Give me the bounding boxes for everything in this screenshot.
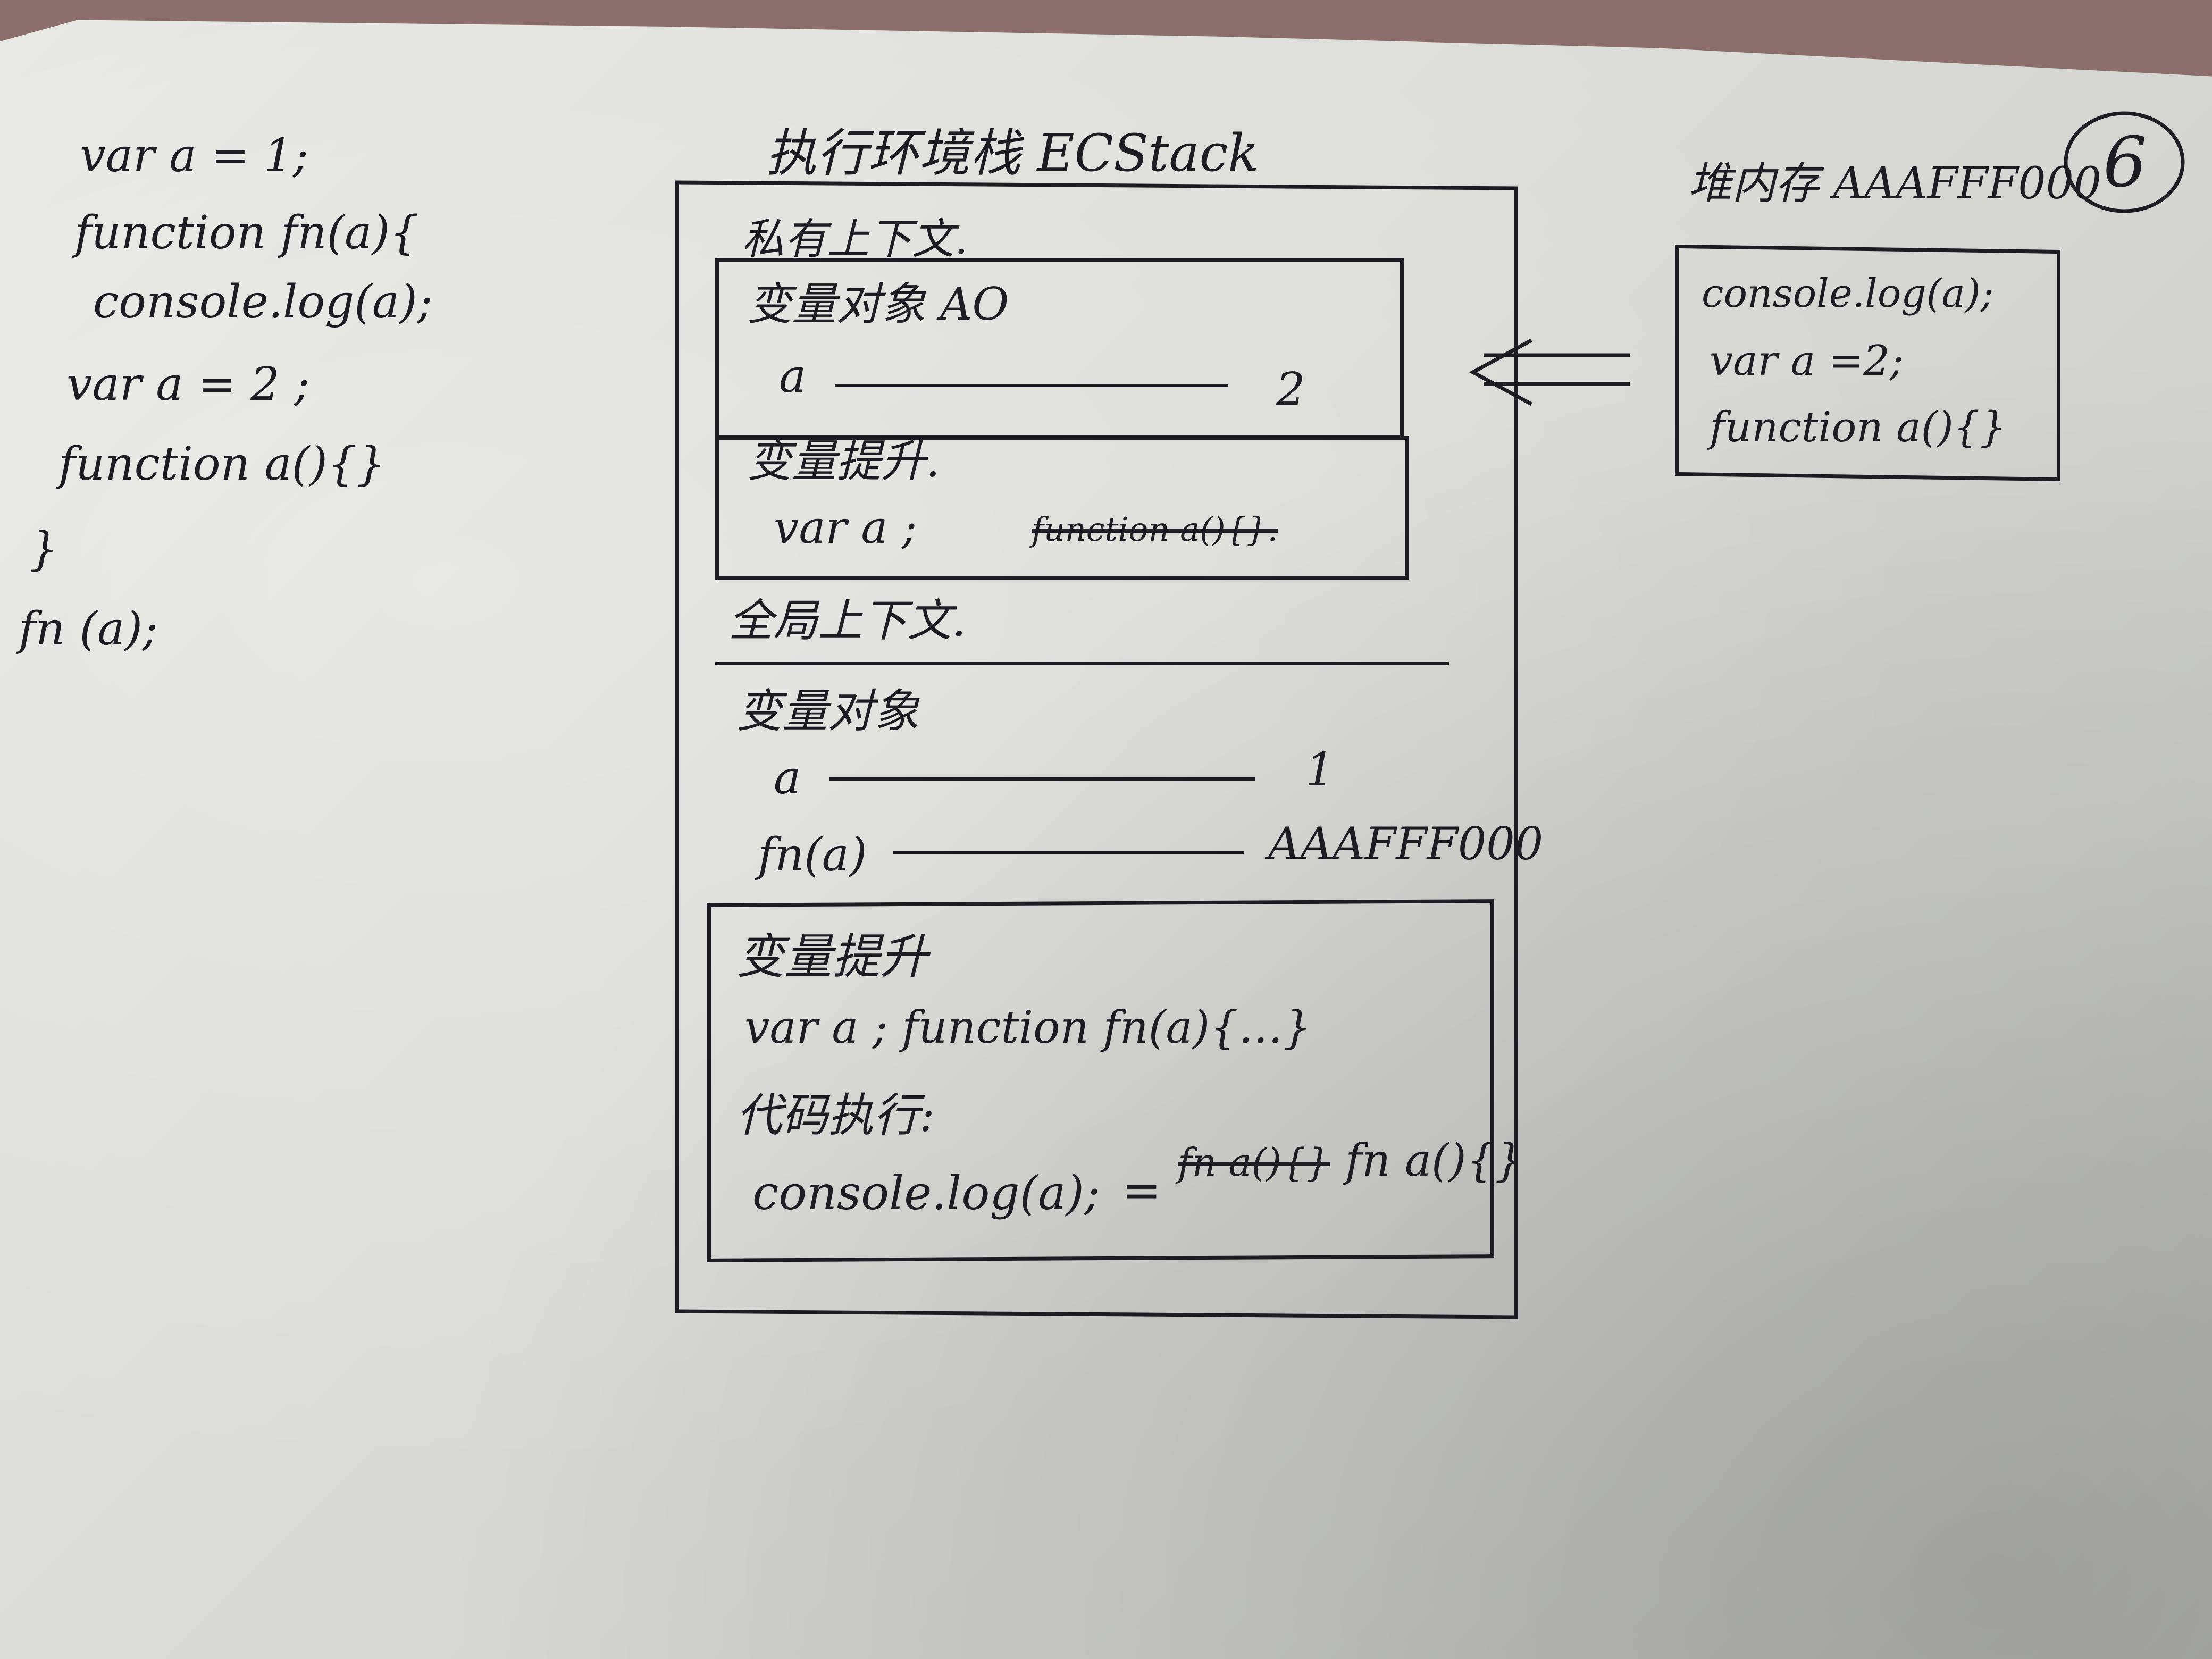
- global-vo-fn-binding-line: [893, 851, 1244, 854]
- global-vo-label: 变量对象: [736, 685, 919, 738]
- execution-result: fn a(){}: [1345, 1134, 1523, 1186]
- heap-line: var a =2;: [1710, 337, 1904, 385]
- global-hoisting-label: 变量提升: [736, 929, 928, 985]
- heap-line: console.log(a);: [1702, 271, 1994, 316]
- private-vo-binding-line: [835, 384, 1228, 387]
- code-line: }: [29, 523, 58, 576]
- code-line: console.log(a);: [93, 275, 433, 329]
- code-line: fn (a);: [19, 602, 158, 656]
- page-number: 6: [2103, 122, 2147, 203]
- global-context-label: 全局上下文.: [728, 594, 966, 647]
- private-hoisting-var: var a ;: [774, 501, 917, 554]
- heap-title: 堆内存 AAAFFF000: [1688, 158, 2101, 209]
- code-line: function a(){}: [58, 438, 386, 491]
- private-hoisting-label: 变量提升.: [747, 435, 940, 487]
- global-vo-a-binding-line: [830, 777, 1255, 781]
- execution-console-log: console.log(a);: [752, 1166, 1100, 1220]
- global-vo-var-a: a: [774, 751, 801, 805]
- private-vo-var-name: a: [779, 350, 807, 403]
- heap-line: function a(){}: [1710, 404, 2006, 451]
- global-vo-fn-value: AAAFFF000: [1268, 818, 1544, 870]
- private-hoisting-struck-function: function a(){}.: [1032, 510, 1278, 549]
- private-vo-var-value: 2: [1276, 363, 1305, 416]
- private-context-label: 私有上下文.: [742, 214, 968, 264]
- execution-struck-text: fn a(){}: [1178, 1140, 1330, 1185]
- ecstack-title: 执行环境栈 ECStack: [766, 123, 1259, 183]
- private-hoisting-box: [715, 436, 1409, 580]
- code-line: function fn(a){: [74, 206, 419, 259]
- private-vo-label: 变量对象 AO: [747, 278, 1009, 330]
- execution-arrow: =: [1122, 1163, 1161, 1218]
- global-context-divider: [715, 662, 1449, 665]
- code-line: var a = 1;: [80, 129, 308, 182]
- code-execution-label: 代码执行:: [736, 1089, 935, 1142]
- global-vo-a-value: 1: [1305, 743, 1335, 797]
- global-vo-var-fn: fn(a): [758, 828, 867, 882]
- code-line: var a = 2 ;: [66, 358, 310, 411]
- global-hoisting-line: var a ; function fn(a){…}: [744, 1001, 1312, 1053]
